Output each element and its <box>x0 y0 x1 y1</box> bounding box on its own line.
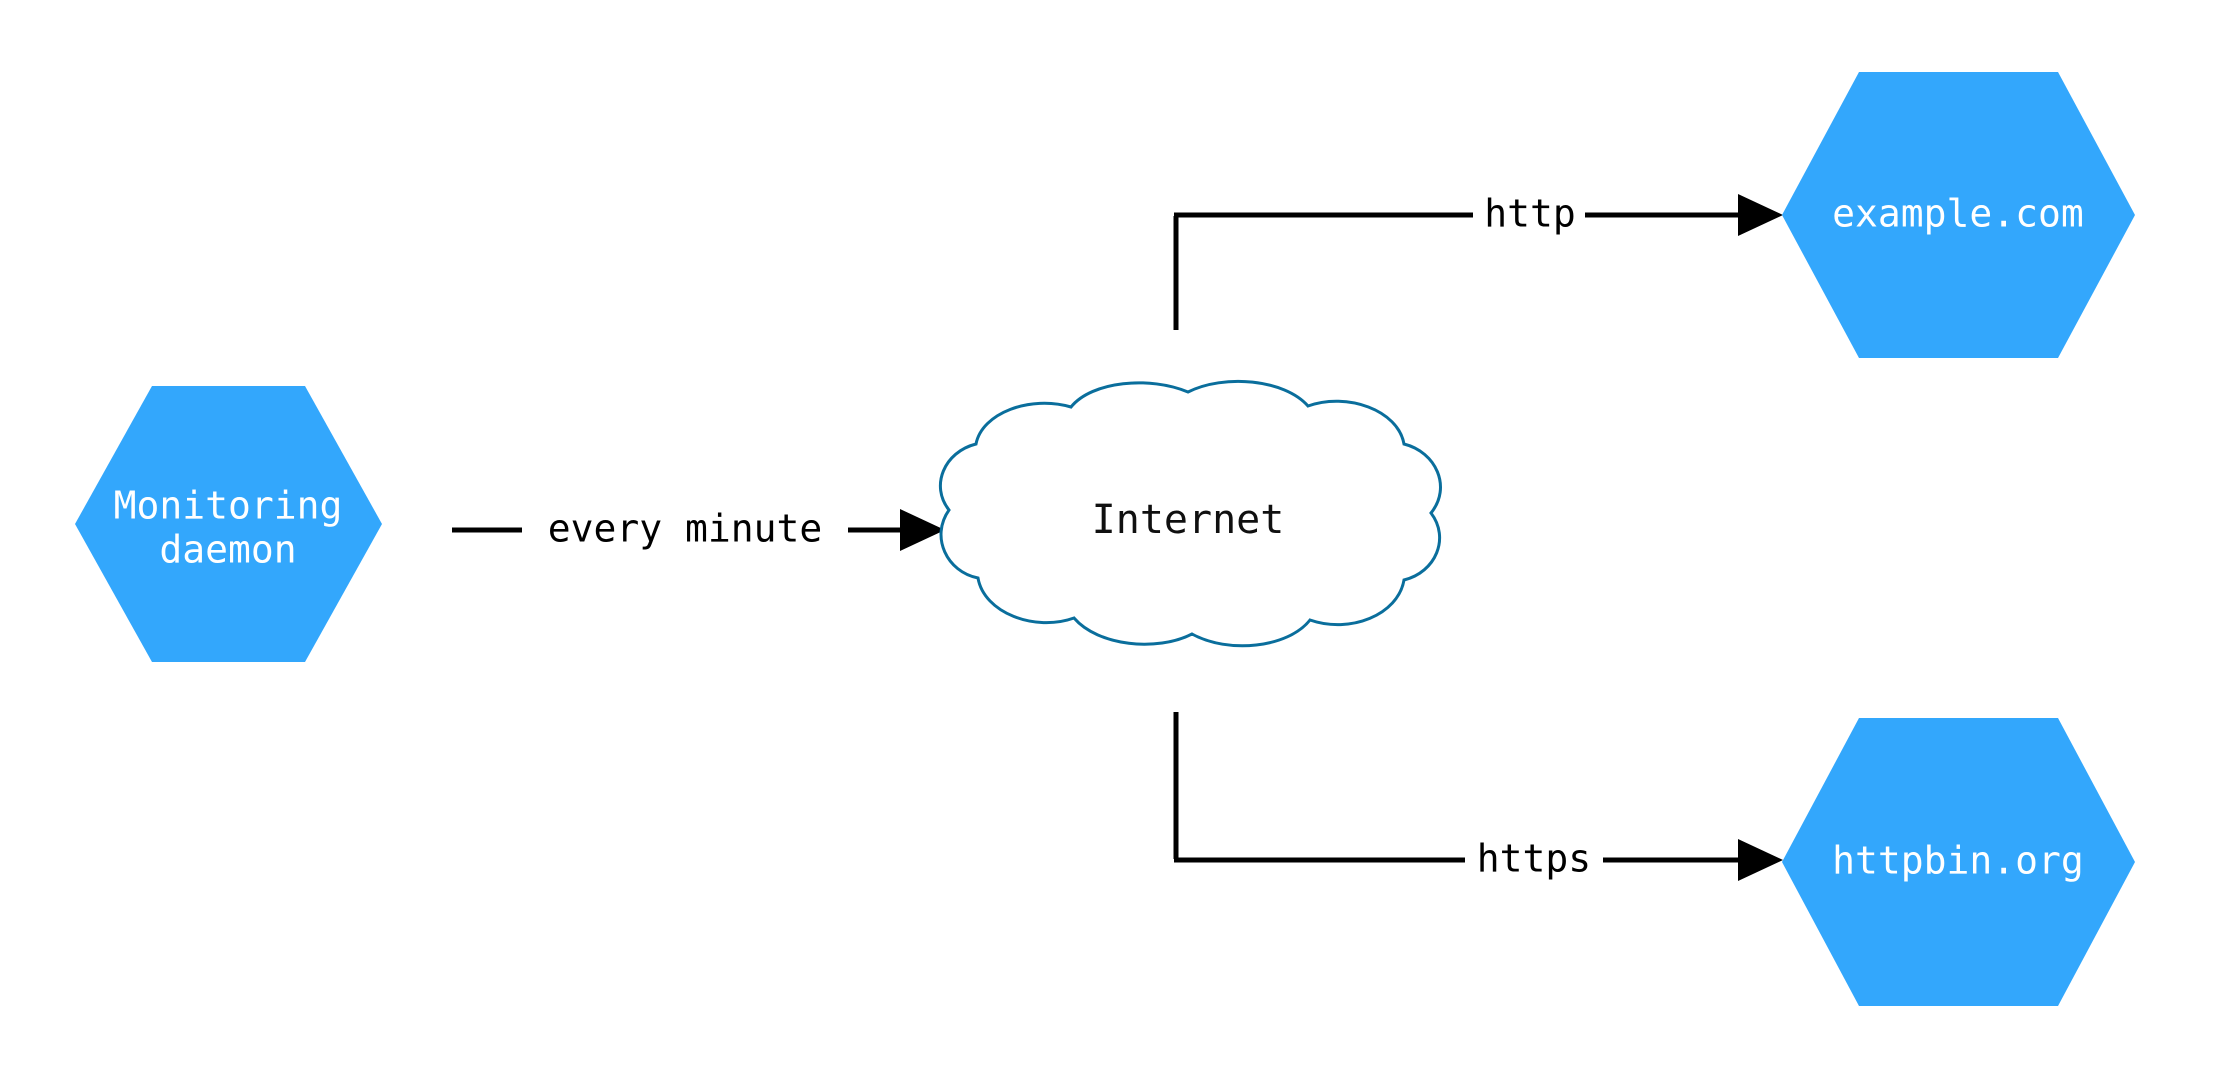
node-label-httpbin-org: httpbin.org <box>1832 839 2084 883</box>
edge-internet-to-httpbin: https <box>1173 712 1783 881</box>
arrowhead-icon <box>900 509 945 551</box>
node-monitoring-daemon[interactable]: Monitoring daemon <box>75 386 382 662</box>
edge-label-every-minute: every minute <box>548 507 823 551</box>
arrowhead-icon <box>1738 839 1783 881</box>
node-internet[interactable]: Internet <box>939 379 1442 648</box>
hexagon-shape[interactable] <box>1782 72 2135 358</box>
cloud-shape[interactable] <box>939 379 1442 648</box>
node-label-example-com: example.com <box>1832 192 2084 236</box>
hexagon-shape[interactable] <box>1782 718 2135 1006</box>
edge-label-http: http <box>1484 192 1576 236</box>
hexagon-shape[interactable] <box>75 386 382 662</box>
node-example-com[interactable]: example.com <box>1782 72 2135 358</box>
edge-internet-to-example: http <box>1173 192 1783 330</box>
node-label-internet: Internet <box>1092 497 1285 543</box>
node-label-line1: Monitoring <box>114 484 343 528</box>
node-httpbin-org[interactable]: httpbin.org <box>1782 718 2135 1006</box>
arrowhead-icon <box>1738 194 1783 236</box>
edge-label-https: https <box>1477 837 1591 881</box>
edge-daemon-to-internet: every minute <box>452 507 945 551</box>
node-label-line2: daemon <box>159 528 296 572</box>
